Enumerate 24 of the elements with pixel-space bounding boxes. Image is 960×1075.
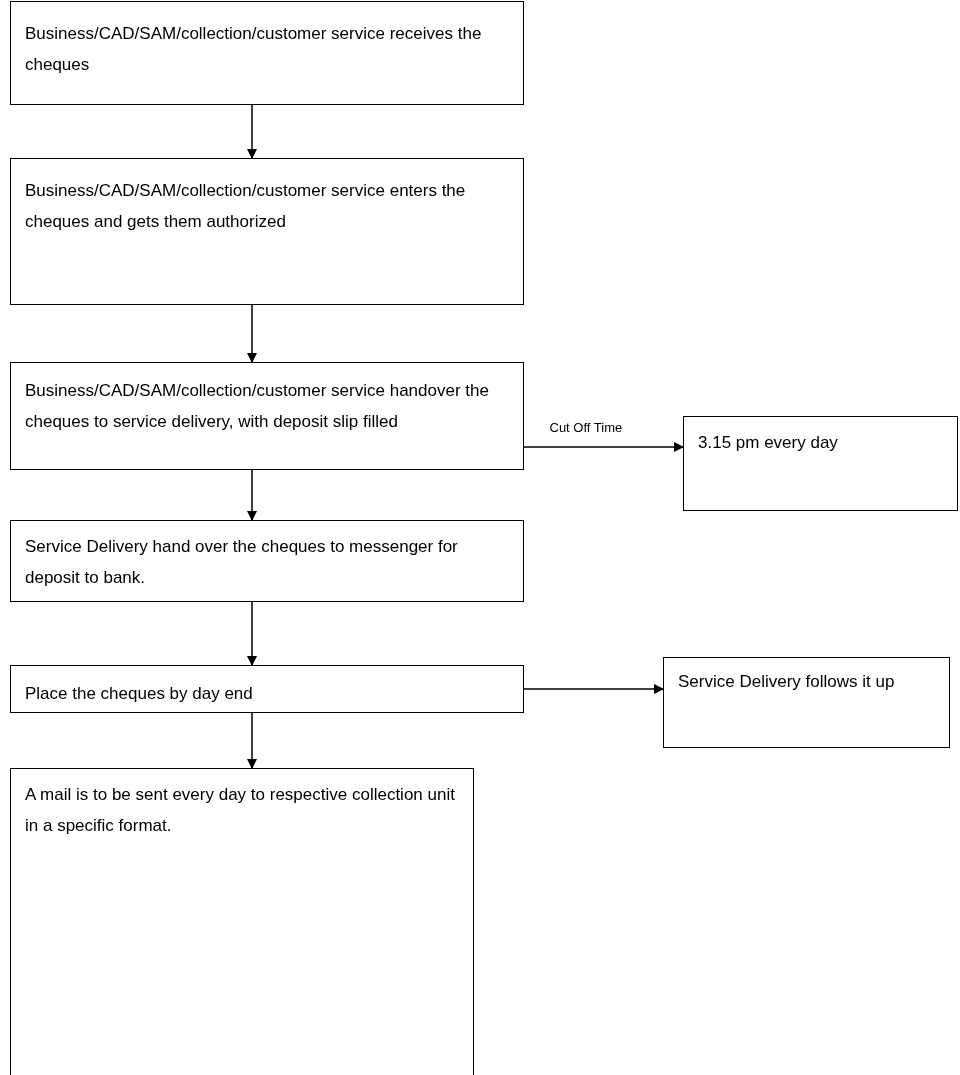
box-text: Business/CAD/SAM/collection/customer service receives the cheques (25, 23, 483, 76)
process-box (10, 1, 524, 105)
box-text: A mail is to be sent every day to respective collection unit in a specific format. (25, 784, 456, 837)
process-box (10, 158, 524, 305)
process-box (683, 416, 958, 511)
arrow (247, 304, 257, 363)
box-text: 3.15 pm every day (698, 432, 839, 454)
arrow (247, 469, 257, 521)
arrow (247, 601, 257, 666)
process-box (10, 665, 524, 713)
edge-label: Cut Off Time (547, 421, 625, 434)
box-text: Business/CAD/SAM/collection/customer service enters the cheques and gets them authorized (25, 180, 467, 233)
box-text: Business/CAD/SAM/collection/customer service handover the cheques to service delivery, with deposit slip filled (25, 380, 490, 433)
process-box (10, 768, 474, 1075)
process-box (10, 520, 524, 602)
box-text: Place the cheques by day end (25, 683, 254, 705)
arrow (247, 712, 257, 769)
box-text: Service Delivery hand over the cheques to messenger for deposit to bank. (25, 536, 459, 589)
arrow (523, 442, 684, 452)
box-text: Service Delivery follows it up (678, 671, 896, 693)
arrow (247, 104, 257, 159)
arrow (523, 684, 664, 694)
process-box (663, 657, 950, 748)
process-box (10, 362, 524, 470)
